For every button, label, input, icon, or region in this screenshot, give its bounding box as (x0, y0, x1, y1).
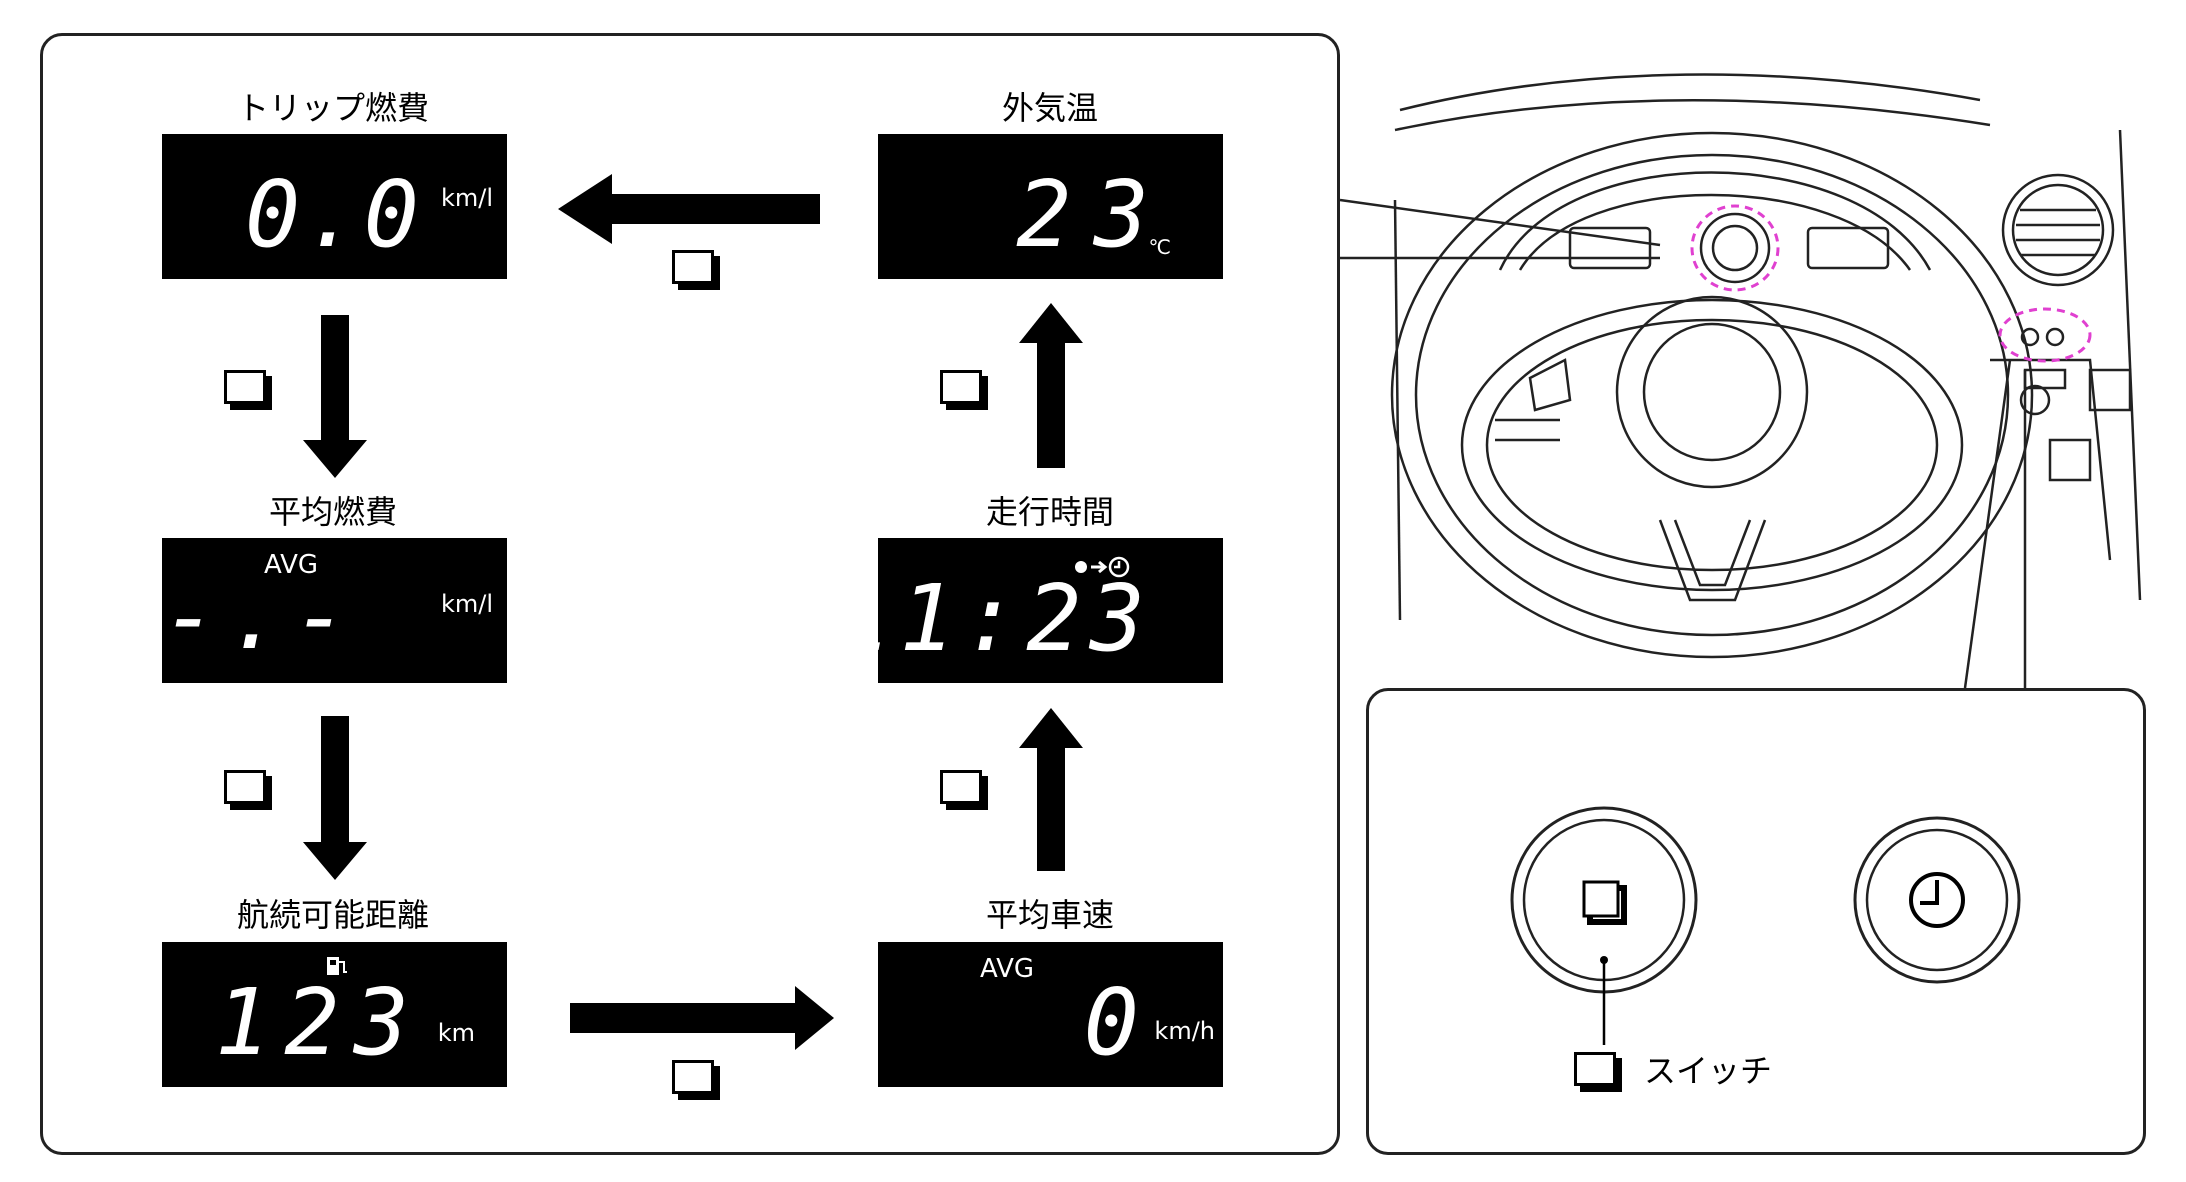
square-symbol-icon (672, 1060, 714, 1094)
avg-speed-display: AVG 0 km/h (878, 942, 1223, 1087)
square-symbol-icon (940, 370, 982, 404)
clock-icon (1909, 872, 1965, 928)
square-symbol-icon (224, 770, 266, 804)
drive-time-display: 11:23 (878, 538, 1223, 683)
outside-unit: ℃ (1148, 235, 1171, 259)
arrow-up-upper (1019, 303, 1083, 468)
switch-detail-panel (1366, 688, 2146, 1155)
outside-title: 外気温 (1001, 89, 1098, 127)
trip-unit: km/l (440, 184, 493, 212)
arrow-down-1 (303, 315, 367, 478)
average-display: AVG --.- km/l (162, 538, 507, 683)
avg-speed-value: 0 (1083, 969, 1143, 1076)
avg-speed-label: AVG (980, 954, 1035, 984)
square-symbol-icon (940, 770, 982, 804)
average-title: 平均燃費 (268, 493, 397, 531)
dot-arrow-clock-icon (1075, 556, 1130, 578)
arrow-right-bottom (570, 986, 834, 1050)
switch-label: スイッチ (1644, 1052, 1773, 1090)
square-symbol-icon (224, 370, 266, 404)
outside-display: 23 ℃ (878, 134, 1223, 279)
arrow-up-lower (1019, 708, 1083, 871)
range-display: 123 km (162, 942, 507, 1087)
outside-value: 23 (1016, 161, 1171, 268)
trip-title: トリップ燃費 (236, 89, 429, 127)
average-unit: km/l (440, 590, 493, 618)
display-cycle-panel (40, 33, 1340, 1155)
fuel-pump-icon (327, 957, 347, 975)
clock-button[interactable] (1853, 816, 2021, 984)
square-symbol-icon (672, 250, 714, 284)
range-value: 123 (214, 969, 423, 1076)
arrow-down-2 (303, 716, 367, 880)
range-title: 航続可能距離 (236, 896, 429, 934)
arrow-left-top (558, 174, 820, 244)
switch-highlight-circle (1998, 307, 2092, 363)
avg-speed-title: 平均車速 (985, 896, 1114, 934)
trip-value: 0.0 (244, 161, 423, 268)
square-symbol-icon (1574, 1052, 1616, 1086)
info-switch-button[interactable] (1510, 806, 1698, 1045)
trip-display: 0.0 km/l (162, 134, 507, 279)
dashboard-illustration (1339, 73, 2142, 689)
avg-speed-unit: km/h (1154, 1017, 1215, 1045)
range-unit: km (437, 1019, 475, 1047)
drive-time-title: 走行時間 (985, 493, 1114, 531)
drive-time-value: 11:23 (878, 565, 1153, 672)
average-value: --.- (162, 538, 359, 670)
meter-highlight-circle (1690, 204, 1780, 292)
average-label: AVG (264, 550, 319, 580)
